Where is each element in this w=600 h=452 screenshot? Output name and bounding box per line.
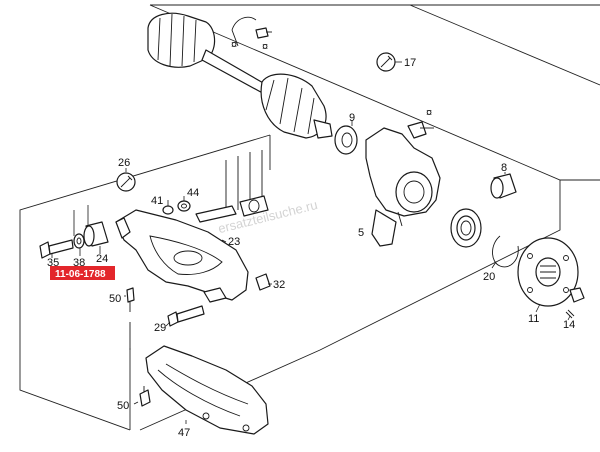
steering-knuckle[interactable]: ¤: [365, 107, 441, 247]
control-arm-bushing[interactable]: [83, 205, 109, 254]
washer-stack[interactable]: [162, 196, 191, 215]
wrench-symbol: [376, 52, 402, 72]
frame-lines: [19, 4, 600, 431]
reference-tag-background: [50, 266, 115, 280]
callout-44[interactable]: 44: [187, 187, 199, 199]
wheel-bearing[interactable]: [450, 208, 482, 248]
reference-tag[interactable]: 11-06-1788: [50, 266, 115, 280]
callout-14[interactable]: 14: [563, 319, 575, 331]
bolt[interactable]: [39, 239, 74, 259]
callout-24[interactable]: 24: [96, 253, 108, 265]
reference-tag-text: 11-06-1788: [55, 269, 106, 280]
torque-symbol: ¤: [426, 107, 432, 119]
callout-23[interactable]: 23: [228, 236, 240, 248]
cover-plate[interactable]: [145, 345, 269, 435]
callout-26[interactable]: 26: [118, 157, 130, 169]
axle-nut[interactable]: [565, 287, 585, 321]
wrench-symbol: [116, 168, 136, 192]
retaining-clip[interactable]: ¤ ¤: [231, 16, 272, 53]
callout-8[interactable]: 8: [501, 162, 507, 174]
wheel-hub[interactable]: [517, 237, 579, 313]
callout-50-upper[interactable]: 50: [109, 293, 121, 305]
callout-41[interactable]: 41: [151, 195, 163, 207]
torque-symbol: ¤: [262, 41, 268, 53]
nut[interactable]: [255, 273, 272, 291]
torque-symbol: ¤: [231, 39, 237, 51]
callout-29[interactable]: 29: [154, 322, 166, 334]
callout-50-lower[interactable]: 50: [117, 400, 129, 412]
callout-5[interactable]: 5: [358, 227, 364, 239]
callout-32[interactable]: 32: [273, 279, 285, 291]
drive-shaft[interactable]: [147, 12, 333, 139]
washer[interactable]: [73, 210, 85, 256]
watermark-text: ersatzteilsuche.ru: [216, 197, 318, 236]
callout-20[interactable]: 20: [483, 271, 495, 283]
bracket-assembly[interactable]: [195, 150, 269, 223]
callout-9[interactable]: 9: [349, 112, 355, 124]
grease-nipple[interactable]: [133, 386, 151, 407]
callout-11[interactable]: 11: [528, 313, 539, 325]
long-bolt[interactable]: [165, 305, 205, 327]
callout-47[interactable]: 47: [178, 427, 190, 439]
callout-17[interactable]: 17: [404, 57, 416, 69]
lower-control-arm[interactable]: [115, 209, 249, 303]
grease-nipple[interactable]: [124, 287, 135, 350]
hub-seal[interactable]: [334, 120, 358, 155]
circlip[interactable]: [491, 235, 519, 269]
bushing[interactable]: [490, 172, 517, 199]
